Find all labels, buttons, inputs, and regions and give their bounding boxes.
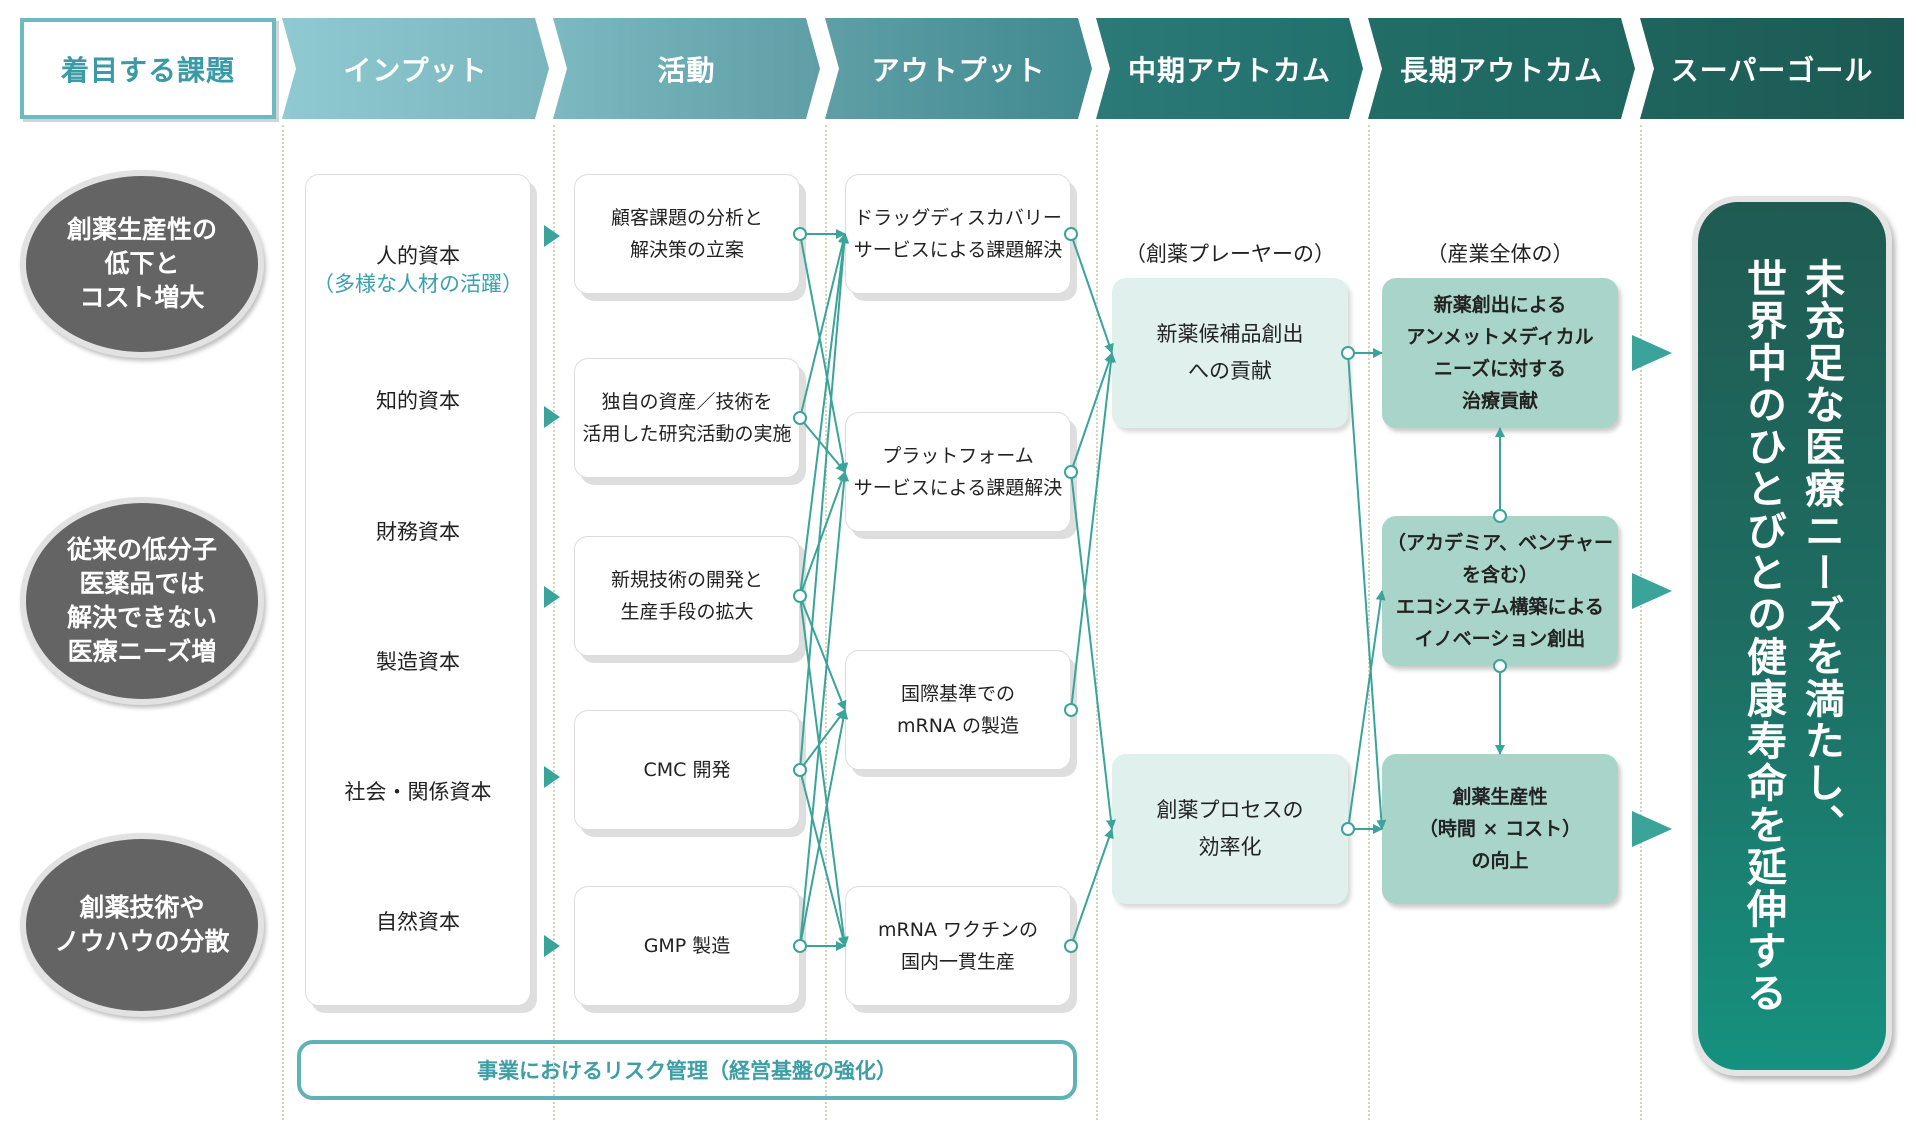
input-label: 人的資本 bbox=[376, 244, 460, 268]
connector-node bbox=[793, 589, 807, 603]
activity-output-connector bbox=[799, 595, 847, 711]
activity-output-connector bbox=[799, 769, 848, 947]
connector-node bbox=[1341, 346, 1355, 360]
output-mid-connector bbox=[1070, 471, 1116, 830]
input-financial-capital: 財務資本 bbox=[376, 520, 460, 544]
long-outcome-caption: （産業全体の） bbox=[1426, 242, 1574, 266]
long-outcome-card: （アカデミア、ベンチャー を含む） エコシステム構築による イノベーション創出 bbox=[1382, 516, 1618, 666]
activity-card: 新規技術の開発と 生産手段の拡大 bbox=[574, 536, 800, 656]
mid-long-connector bbox=[1347, 352, 1387, 830]
mid-outcome-card: 新薬候補品創出 への貢献 bbox=[1112, 278, 1348, 428]
activity-output-connector bbox=[799, 709, 846, 771]
connector-node bbox=[1064, 227, 1078, 241]
long-outcome-card: 新薬創出による アンメットメディカル ニーズに対する 治療貢献 bbox=[1382, 278, 1618, 428]
activity-output-connector bbox=[799, 233, 849, 473]
header-long-outcome: 長期アウトカム bbox=[1368, 18, 1635, 119]
arrow-icon bbox=[544, 225, 560, 247]
activity-output-connector bbox=[799, 233, 850, 771]
input-manufacturing-capital: 製造資本 bbox=[376, 650, 460, 674]
activity-card: 顧客課題の分析と 解決策の立案 bbox=[574, 174, 800, 294]
arrow-icon bbox=[544, 406, 560, 428]
input-panel bbox=[305, 174, 531, 1006]
arrow-icon bbox=[544, 586, 560, 608]
arrow-icon bbox=[544, 766, 560, 788]
connector-node bbox=[1064, 939, 1078, 953]
connector-node bbox=[1064, 703, 1078, 717]
output-mid-connector bbox=[1070, 828, 1114, 947]
output-card: プラットフォーム サービスによる課題解決 bbox=[845, 412, 1071, 532]
mid-outcome-card: 創薬プロセスの 効率化 bbox=[1112, 754, 1348, 904]
output-mid-connector bbox=[1070, 233, 1114, 354]
activity-card: GMP 製造 bbox=[574, 886, 800, 1006]
risk-management-bar: 事業におけるリスク管理（経営基盤の強化） bbox=[297, 1040, 1077, 1100]
header-mid-outcome: 中期アウトカム bbox=[1096, 18, 1363, 119]
activity-output-connector bbox=[799, 709, 849, 947]
arrow-icon bbox=[1632, 573, 1672, 609]
input-social-capital: 社会・関係資本 bbox=[344, 780, 492, 804]
activity-card: 独自の資産／技術を 活用した研究活動の実施 bbox=[574, 358, 800, 478]
mid-long-connector bbox=[1347, 590, 1386, 830]
connector-node bbox=[793, 411, 807, 425]
input-intellectual-capital: 知的資本 bbox=[376, 389, 460, 413]
issue-know-how: 創薬技術や ノウハウの分散 bbox=[20, 833, 264, 1017]
issue-unmet-needs: 従来の低分子 医薬品では 解決できない 医療ニーズ増 bbox=[20, 497, 264, 705]
issue-productivity: 創薬生産性の 低下と コスト増大 bbox=[20, 170, 264, 358]
output-mid-connector bbox=[1070, 352, 1114, 473]
activity-output-connector bbox=[799, 471, 850, 947]
super-goal-text: 未充足な医療ニーズを満たし、 世界中のひとびとの健康寿命を延伸する bbox=[1740, 258, 1844, 1014]
long-outcome-card: 創薬生産性 （時間 × コスト） の向上 bbox=[1382, 754, 1618, 904]
connector-node bbox=[1493, 659, 1507, 673]
header-input: インプット bbox=[282, 18, 549, 119]
activity-output-connector bbox=[799, 595, 849, 947]
output-card: mRNA ワクチンの 国内一貫生産 bbox=[845, 886, 1071, 1006]
output-card: 国際基準での mRNA の製造 bbox=[845, 650, 1071, 770]
connector-node bbox=[1341, 822, 1355, 836]
connector-node bbox=[793, 939, 807, 953]
mid-outcome-caption: （創薬プレーヤーの） bbox=[1125, 242, 1335, 266]
activity-output-connector bbox=[799, 233, 849, 597]
header-issues: 着目する課題 bbox=[20, 18, 276, 119]
activity-output-connector bbox=[799, 471, 847, 597]
header-output: アウトプット bbox=[825, 18, 1092, 119]
output-mid-connector bbox=[1070, 352, 1116, 711]
arrow-icon bbox=[544, 935, 560, 957]
input-human-capital: 人的資本 （多様な人材の活躍） bbox=[305, 242, 531, 298]
super-goal-panel: 未充足な医療ニーズを満たし、 世界中のひとびとの健康寿命を延伸する bbox=[1692, 196, 1892, 1076]
connector-node bbox=[1493, 509, 1507, 523]
header-super-goal: スーパーゴール bbox=[1640, 18, 1904, 119]
activity-output-connector bbox=[799, 233, 848, 419]
activity-output-connector bbox=[799, 417, 846, 473]
output-card: ドラッグディスカバリー サービスによる課題解決 bbox=[845, 174, 1071, 294]
connector-node bbox=[1064, 465, 1078, 479]
arrow-icon bbox=[1632, 335, 1672, 371]
input-natural-capital: 自然資本 bbox=[376, 910, 460, 934]
input-sub-label: （多様な人材の活躍） bbox=[313, 272, 523, 296]
connector-node bbox=[793, 227, 807, 241]
connector-node bbox=[793, 763, 807, 777]
header-activity: 活動 bbox=[553, 18, 820, 119]
arrow-icon bbox=[1632, 811, 1672, 847]
